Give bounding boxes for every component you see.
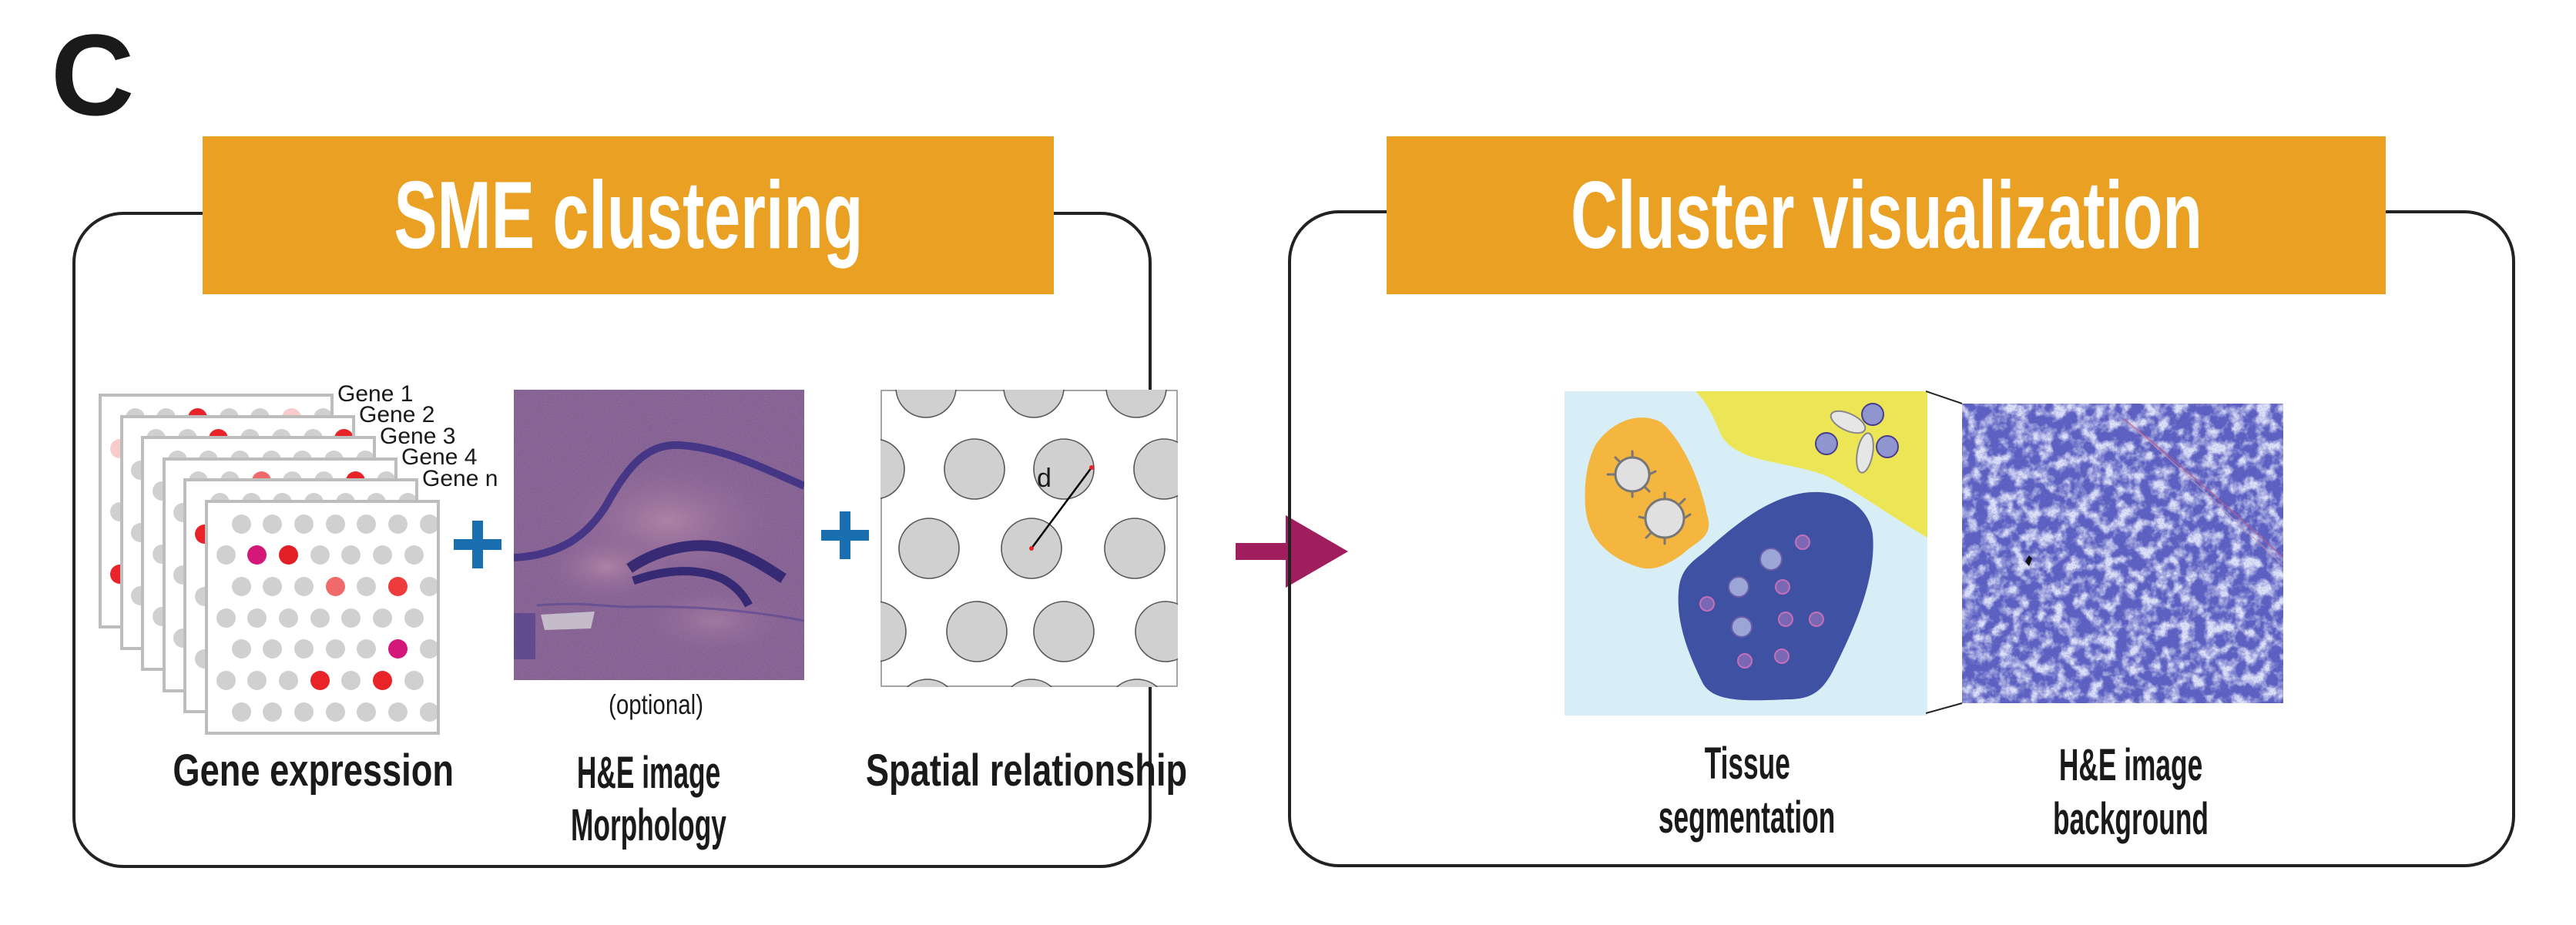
expression-spot [357, 639, 377, 659]
tissue-segmentation-label: Tissue segmentation [1659, 739, 1836, 843]
expression-spot [357, 514, 377, 534]
spot-circle [906, 679, 949, 687]
expression-spot [419, 639, 437, 659]
he-background-image [1962, 404, 2283, 703]
expression-spot [388, 702, 408, 722]
cluster-visualization-title: Cluster visualization [1570, 162, 2202, 269]
spot-circle [880, 439, 905, 499]
expression-spot [325, 639, 345, 659]
expression-spot [293, 702, 314, 722]
sme-clustering-banner: SME clustering [203, 136, 1054, 294]
expression-spot [263, 702, 283, 722]
expression-spot [278, 608, 298, 628]
plus-icon [454, 521, 501, 568]
spot-circle [946, 601, 1008, 662]
expression-spot [373, 608, 392, 628]
right-arrow-icon [1236, 515, 1348, 588]
gene-expression-card-front [205, 500, 440, 735]
expression-spot [278, 545, 298, 565]
expression-spot [388, 576, 408, 596]
expression-spot [325, 576, 345, 596]
expression-spot [388, 639, 408, 659]
expression-spot [357, 702, 377, 722]
expression-spot [216, 545, 236, 565]
spot-circle [1033, 601, 1095, 662]
spot-circle [895, 390, 957, 418]
spatial-relationship-diagram [880, 390, 1178, 687]
expression-spot [231, 639, 251, 659]
expression-spot [293, 639, 314, 659]
expression-spot [419, 576, 437, 596]
spot-circle [1135, 601, 1178, 662]
expression-spot [341, 608, 361, 628]
expression-spot [419, 514, 437, 534]
spot-circle [898, 518, 960, 579]
expression-spot [310, 671, 330, 690]
panel-letter: C [51, 10, 135, 139]
expression-spot [216, 671, 236, 690]
spot-circle [944, 438, 1005, 500]
expression-spot [404, 608, 424, 628]
expression-spot [388, 514, 408, 534]
expression-spot [231, 576, 251, 596]
expression-spot [231, 702, 251, 722]
expression-spot [419, 702, 437, 722]
expression-spot [325, 702, 345, 722]
expression-spot [404, 545, 424, 565]
distance-label: d [1037, 464, 1052, 493]
expression-spot [310, 545, 330, 565]
expression-spot [216, 608, 236, 628]
he-morphology-label: H&E image Morphology [571, 748, 726, 850]
expression-spot [310, 608, 330, 628]
he-morphology-image [514, 390, 804, 680]
tissue-segmentation-illustration [1565, 391, 1927, 716]
gene-expression-label: Gene expression [173, 746, 454, 796]
expression-spot [247, 671, 267, 690]
spot-circle [1105, 390, 1167, 418]
segment-yellow [1696, 391, 1927, 538]
zoom-connector-lines [1926, 390, 1963, 714]
spot-circle [880, 601, 907, 662]
spot-circle [1003, 390, 1065, 418]
spot-center-point [1089, 465, 1094, 470]
spot-center-point [1029, 546, 1034, 551]
spot-circle [1115, 679, 1159, 687]
gene-label-4: Gene 4 [401, 444, 478, 470]
expression-spot [247, 545, 267, 565]
gene-label-2: Gene 2 [359, 402, 435, 427]
expression-spot [373, 671, 392, 690]
expression-spot [263, 514, 283, 534]
he-optional-note: (optional) [609, 689, 704, 720]
spot-circle [1133, 438, 1178, 500]
expression-spot [325, 514, 345, 534]
spot-circle [1010, 679, 1053, 687]
distance-line [1030, 467, 1093, 549]
expression-spot [263, 639, 283, 659]
expression-spot [263, 576, 283, 596]
he-background-label: H&E image background [2053, 740, 2209, 844]
spatial-relationship-label: Spatial relationship [865, 746, 1188, 796]
gene-label-1: Gene 1 [337, 381, 414, 407]
expression-spot [231, 514, 251, 534]
sme-clustering-title: SME clustering [393, 162, 864, 269]
expression-spot [341, 671, 361, 690]
expression-spot [373, 545, 392, 565]
expression-spot [404, 671, 424, 690]
expression-spot [341, 545, 361, 565]
cluster-visualization-banner: Cluster visualization [1387, 136, 2386, 294]
gene-label-n: Gene n [422, 466, 498, 491]
gene-label-3: Gene 3 [380, 424, 456, 449]
expression-spot [357, 576, 377, 596]
spot-circle [1104, 518, 1166, 579]
expression-spot [247, 608, 267, 628]
plus-icon [821, 511, 869, 559]
expression-spot [278, 671, 298, 690]
expression-spot [293, 514, 314, 534]
segment-blue [1678, 491, 1873, 701]
expression-spot [293, 576, 314, 596]
